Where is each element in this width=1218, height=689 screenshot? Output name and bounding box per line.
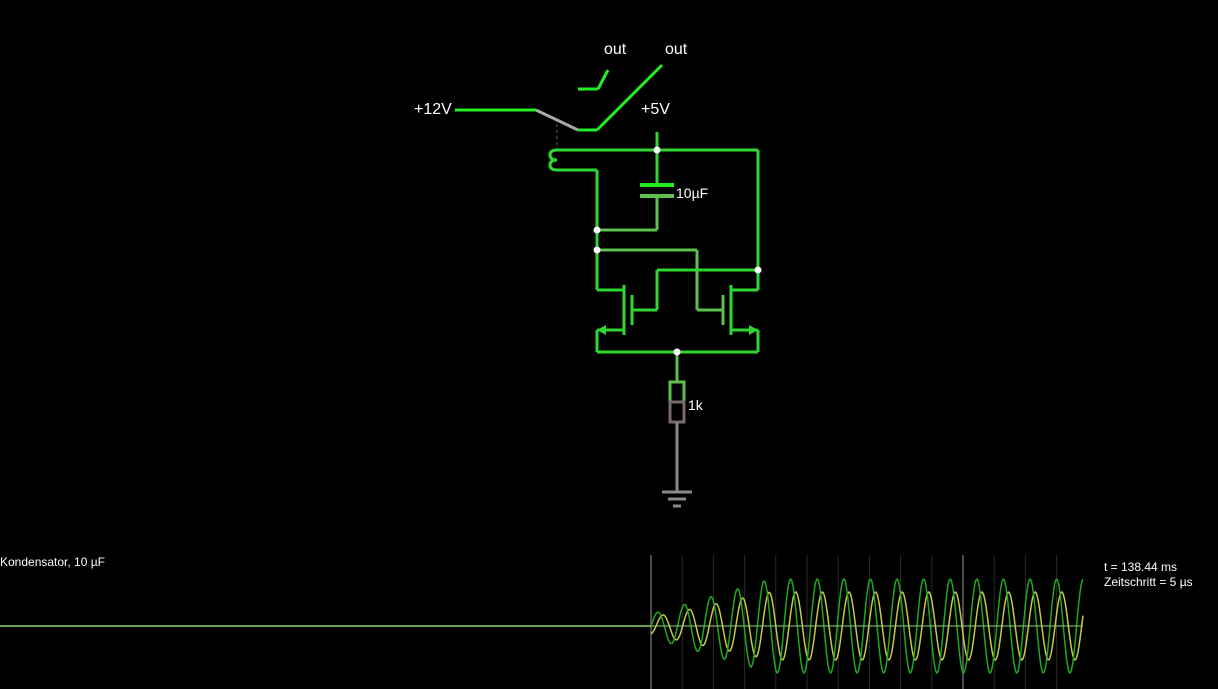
scope-panel[interactable] bbox=[0, 555, 1084, 689]
scope-label: Kondensator, 10 µF bbox=[0, 555, 105, 569]
junction-source bbox=[673, 348, 681, 356]
scope-timestep-readout: Zeitschritt = 5 µs bbox=[1104, 575, 1193, 589]
relay-coil[interactable] bbox=[548, 148, 558, 172]
scope-trace-current bbox=[650, 590, 1084, 662]
mosfet-2-arrow bbox=[749, 325, 758, 335]
relay-contact-1-lead bbox=[596, 69, 610, 90]
mosfet-1-arrow bbox=[597, 325, 606, 335]
label-5v: +5V bbox=[641, 101, 670, 118]
relay-switch-arm[interactable] bbox=[535, 108, 579, 132]
junction-left-gate bbox=[593, 246, 601, 254]
resistor-body-top[interactable] bbox=[668, 380, 686, 404]
label-out-2: out bbox=[665, 41, 688, 58]
label-12v: +12V bbox=[414, 101, 452, 118]
scope-time-readout: t = 138.44 ms bbox=[1104, 560, 1178, 574]
label-capacitor: 10µF bbox=[676, 185, 709, 201]
label-resistor: 1k bbox=[688, 397, 703, 413]
junction-cap bbox=[593, 226, 601, 234]
label-out-1: out bbox=[604, 41, 627, 58]
junction-right-gate bbox=[754, 266, 762, 274]
junction-5v bbox=[653, 146, 661, 154]
resistor-body-bottom[interactable] bbox=[668, 400, 686, 424]
relay-contact-2-lead[interactable] bbox=[595, 63, 664, 132]
scope-trace-voltage bbox=[650, 577, 1084, 675]
